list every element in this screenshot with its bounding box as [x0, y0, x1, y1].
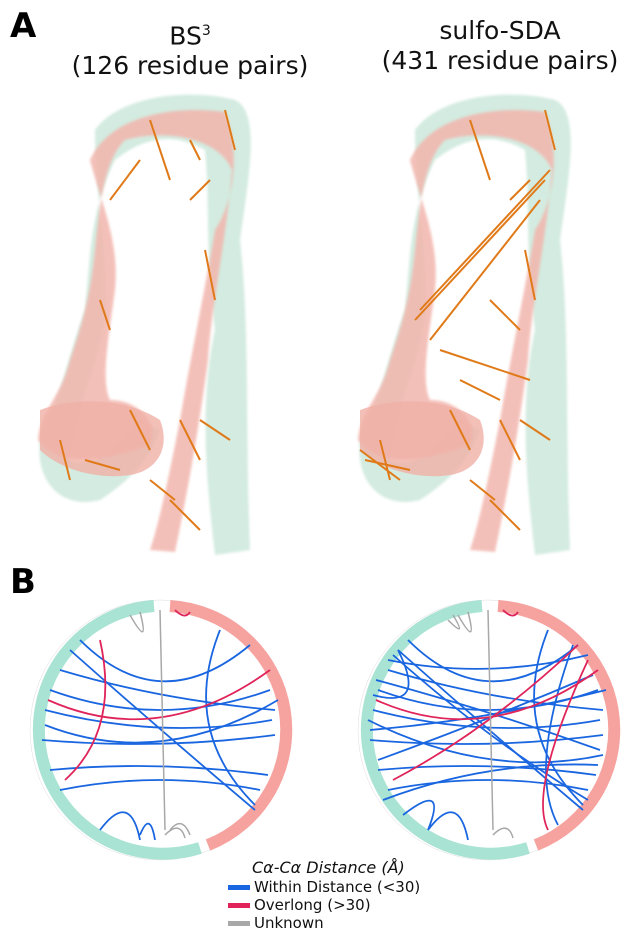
distance-legend: Cα-Cα Distance (Å) Within Distance (<30)…	[228, 858, 420, 932]
legend-swatch-within	[228, 885, 250, 890]
legend-swatch-unknown	[228, 921, 250, 926]
legend-title: Cα-Cα Distance (Å)	[252, 858, 420, 877]
bs3-circos	[30, 600, 290, 860]
legend-item-within: Within Distance (<30)	[228, 878, 420, 896]
legend-label-within: Within Distance (<30)	[254, 878, 420, 896]
legend-item-unknown: Unknown	[228, 914, 420, 932]
legend-label-overlong: Overlong (>30)	[254, 896, 371, 914]
legend-swatch-overlong	[228, 903, 250, 908]
legend-item-overlong: Overlong (>30)	[228, 896, 420, 914]
legend-label-unknown: Unknown	[254, 914, 324, 932]
sulfo-sda-circos	[358, 600, 618, 860]
